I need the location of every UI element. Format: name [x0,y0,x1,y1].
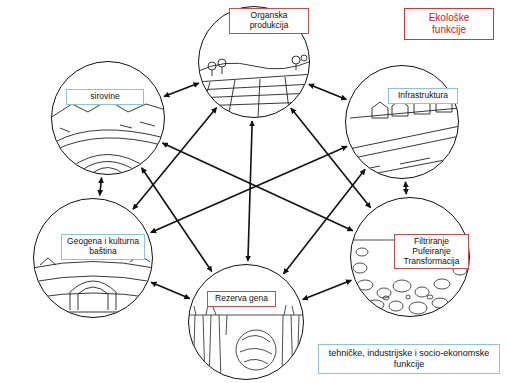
field-sketch [301,55,307,61]
field-sketch [285,77,290,118]
field-sketch [196,84,314,90]
function-label-box: Geogena i kulturna baština [61,234,145,260]
double-arrow [291,108,371,208]
gene-sketch [193,315,299,380]
gene-sketch [188,315,304,316]
soil-sketch [434,279,450,289]
field-sketch [258,79,260,118]
field-sketch [292,56,300,64]
quarry-sketch [82,161,138,172]
function-circle: Infrastruktura [345,65,459,179]
quarry-sketch [60,122,155,132]
double-arrow [151,282,190,298]
quarry-sketch [55,130,165,142]
double-arrow [248,121,252,261]
function-label: Infrastruktura [391,91,455,101]
town-sketch [344,136,460,160]
category-label: tehničke, industrijske i socio-ekonomske… [325,348,493,370]
field-sketch [228,80,235,118]
double-arrow [303,280,352,299]
soil-sketch [415,287,429,297]
heritage-sketch [32,312,154,313]
function-label: Organska produkcija [232,11,306,31]
gene-sketch [236,330,276,370]
function-circle: Filtriranje Pufeiranje Transformacija [350,197,470,317]
heritage-sketch [32,262,154,269]
field-sketch [208,62,216,70]
double-arrow [133,108,217,210]
soil-sketch [406,295,410,299]
function-label-box: Filtriranje Pufeiranje Transformacija [394,234,469,269]
quarry-sketch [50,100,166,174]
town-sketch [344,98,460,176]
soil-sketch [432,298,448,308]
soil-sketch [393,280,411,292]
field-sketch [196,93,314,98]
soil-sketch [353,263,367,273]
soil-sketch [427,295,433,299]
category-label: Ekološke funkcije [411,12,487,36]
function-label-box: sirovine [66,89,144,105]
town-sketch [350,108,460,118]
category-box: tehničke, industrijske i socio-ekonomske… [318,344,500,374]
double-arrow [284,169,366,274]
field-sketch [200,82,210,118]
function-circle: Rezerva gena [188,264,304,380]
field-sketch [196,55,314,118]
function-label-box: Infrastruktura [388,88,458,104]
double-arrow [405,182,407,194]
category-box: Ekološke funkcije [404,8,494,40]
double-arrow [100,178,102,196]
double-arrow [309,84,347,99]
field-sketch [196,74,314,82]
quarry-sketch [94,167,124,174]
soil-sketch [366,300,384,310]
double-arrow [164,83,199,96]
soil-sketch [389,301,403,311]
function-label-box: Rezerva gena [207,291,276,307]
function-circle: sirovine [51,61,165,175]
function-circle: Organska produkcija [198,6,310,118]
heritage-sketch [78,287,108,310]
heritage-sketch [32,293,154,298]
function-label-box: Organska produkcija [229,8,309,34]
town-sketch [344,126,460,150]
town-sketch [360,158,455,176]
gene-sketch [240,335,272,364]
soil-sketch [356,248,368,256]
soil-sketch [409,302,427,314]
soil-sketch [383,296,389,300]
quarry-sketch [55,138,165,150]
heritage-sketch [70,281,116,310]
function-label: Geogena i kulturna baština [64,237,142,257]
field-sketch [218,59,226,67]
function-circle: Geogena i kulturna baština [33,198,153,318]
soil-sketch [357,280,373,290]
field-sketch [212,64,296,76]
function-label: sirovine [69,92,141,102]
double-arrow [151,146,347,232]
heritage-sketch [32,255,154,312]
function-label: Filtriranje Pufeiranje Transformacija [397,237,466,266]
function-label: Rezerva gena [210,294,273,304]
field-sketch [196,102,314,106]
gene-sketch [188,304,304,380]
